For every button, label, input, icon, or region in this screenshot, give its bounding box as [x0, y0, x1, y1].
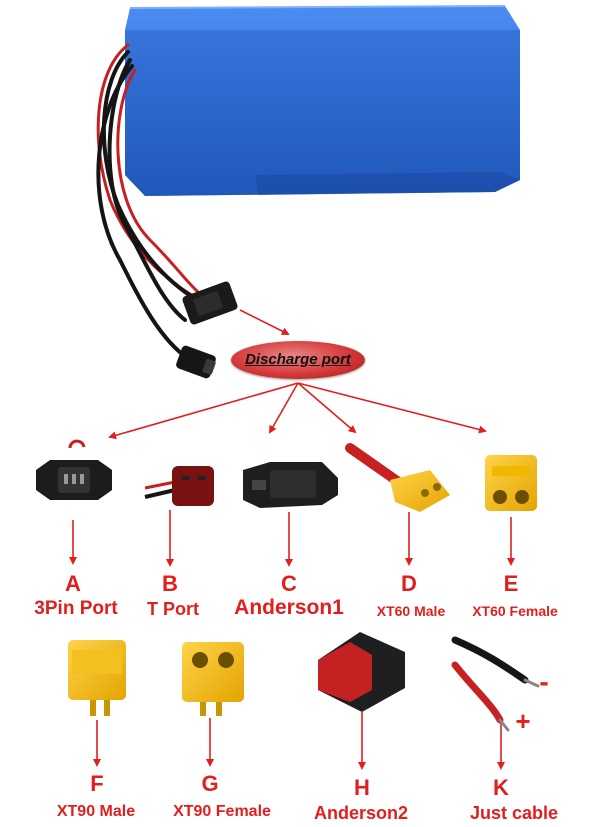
pointer-arrows	[69, 309, 515, 770]
item-letter-k: K	[493, 775, 509, 800]
item-letter-f: F	[90, 771, 104, 796]
xt90-female-image	[182, 642, 244, 716]
caption-anderson1: Anderson1	[234, 596, 344, 619]
caption-3pin-port: 3Pin Port	[34, 598, 118, 619]
caption-just-cable: Just cable	[469, 803, 559, 823]
xt60-male-image	[345, 443, 450, 512]
item-letter-b: B	[162, 571, 178, 596]
discharge-port-badge: Discharge port	[231, 341, 365, 379]
positive-polarity-label: +	[515, 706, 531, 736]
item-letter-e: E	[503, 571, 519, 596]
item-letter-h: H	[354, 775, 370, 800]
discharge-port-label: Discharge port	[245, 351, 351, 368]
caption-xt90-female: XT90 Female	[173, 803, 271, 820]
xt90-male-image	[68, 640, 126, 716]
caption-xt90-male: XT90 Male	[56, 803, 136, 820]
item-letter-a: A	[65, 571, 81, 596]
caption-t-port: T Port	[147, 599, 199, 619]
caption-anderson2: Anderson2	[313, 803, 409, 823]
item-letter-d: D	[401, 571, 417, 596]
t-port-image	[144, 466, 214, 506]
cable-image	[451, 636, 540, 732]
caption-xt60-female: XT60 Female	[472, 603, 558, 619]
item-letter-c: C	[281, 571, 297, 596]
negative-polarity-label: -	[539, 666, 549, 697]
battery-pack-image	[125, 5, 520, 196]
anderson2-image	[318, 632, 405, 712]
xt60-female-image	[485, 455, 537, 511]
3pin-port-image	[36, 439, 112, 500]
item-letter-g: G	[201, 771, 219, 796]
anderson1-image	[243, 462, 338, 508]
battery-cables-image	[96, 43, 207, 362]
caption-xt60-male: XT60 Male	[376, 603, 446, 619]
discharge-connector-image	[176, 281, 238, 379]
